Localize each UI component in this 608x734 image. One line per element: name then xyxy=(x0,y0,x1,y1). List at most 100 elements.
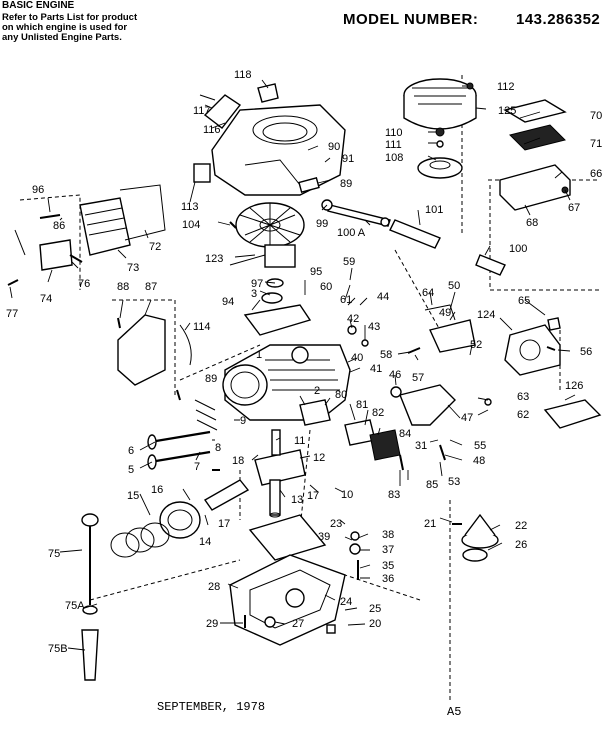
callout-116: 116 xyxy=(203,124,221,136)
callout-24: 24 xyxy=(340,596,352,608)
callout-61: 61 xyxy=(340,294,352,306)
callout-59: 59 xyxy=(343,256,355,268)
shield-113-part xyxy=(193,163,211,183)
callout-81: 81 xyxy=(356,399,368,411)
cylinder-baffle-part xyxy=(117,314,192,386)
callout-48: 48 xyxy=(473,455,485,467)
air-cleaner-part xyxy=(499,99,571,211)
dipstick-part xyxy=(81,513,99,681)
callout-3: 3 xyxy=(251,288,257,300)
callout-58: 58 xyxy=(380,349,392,361)
callout-20: 20 xyxy=(369,618,381,630)
callout-72: 72 xyxy=(149,241,161,253)
callout-49: 49 xyxy=(439,307,451,319)
callout-80a: 80 xyxy=(335,389,347,401)
armature-part xyxy=(243,304,312,336)
callout-5: 5 xyxy=(128,464,134,476)
hardware-parts xyxy=(7,82,556,634)
callout-108: 108 xyxy=(385,152,403,164)
intake-pipe-part xyxy=(399,384,456,426)
callout-10: 10 xyxy=(341,489,353,501)
rewind-starter-part xyxy=(403,78,477,179)
leader-lines xyxy=(9,79,576,651)
callout-13: 13 xyxy=(291,494,303,506)
model-number-value: 143.286352 xyxy=(516,11,601,28)
callout-66: 66 xyxy=(590,168,602,180)
callout-44: 44 xyxy=(377,291,389,303)
sump-gasket-part xyxy=(248,514,327,561)
callout-117: 117 xyxy=(193,105,211,117)
callout-123: 123 xyxy=(205,253,223,265)
callout-42: 42 xyxy=(347,313,359,325)
callout-35: 35 xyxy=(382,560,394,572)
callout-17a: 17 xyxy=(307,490,319,502)
callout-39: 39 xyxy=(318,531,330,543)
callout-22: 22 xyxy=(515,520,527,532)
callout-8: 8 xyxy=(215,442,221,454)
callout-71: 71 xyxy=(590,138,602,150)
callout-40: 40 xyxy=(351,352,363,364)
callout-111: 111 xyxy=(385,139,402,151)
callout-27: 27 xyxy=(292,618,304,630)
callout-110: 110 xyxy=(385,127,403,139)
callout-37: 37 xyxy=(382,544,394,556)
callout-75: 75 xyxy=(48,548,60,560)
carburetor-part xyxy=(504,317,561,376)
flywheel-part xyxy=(229,202,305,268)
callout-97: 97 xyxy=(251,278,263,290)
callout-6: 6 xyxy=(128,445,134,457)
callout-84: 84 xyxy=(399,428,411,440)
valves-part xyxy=(147,399,218,470)
callout-75b: 75B xyxy=(48,643,68,655)
callout-100: 100 xyxy=(509,243,527,255)
callout-36: 36 xyxy=(382,573,394,585)
callout-88: 88 xyxy=(117,281,129,293)
note-line-2: on which engine is used for xyxy=(2,22,128,33)
callout-1: 1 xyxy=(256,349,262,361)
callout-21: 21 xyxy=(424,518,436,530)
callout-114: 114 xyxy=(193,321,211,333)
crankshaft-part xyxy=(254,429,306,518)
callout-31: 31 xyxy=(415,440,427,452)
callout-86: 86 xyxy=(53,220,65,232)
callout-62: 62 xyxy=(517,409,529,421)
callout-52: 52 xyxy=(470,339,482,351)
governor-shaft-part xyxy=(321,199,506,276)
callout-104: 104 xyxy=(182,219,200,231)
callout-7: 7 xyxy=(194,461,200,473)
callout-95: 95 xyxy=(310,266,322,278)
callout-47: 47 xyxy=(461,412,473,424)
callout-16: 16 xyxy=(151,484,163,496)
callout-41: 41 xyxy=(370,363,382,375)
governor-assembly-part xyxy=(461,513,499,562)
callout-56: 56 xyxy=(580,346,592,358)
callout-125: 125 xyxy=(498,105,516,117)
callout-2: 2 xyxy=(314,385,320,397)
callout-74: 74 xyxy=(40,293,52,305)
callout-118: 118 xyxy=(234,69,252,81)
callout-26: 26 xyxy=(515,539,527,551)
breather-part xyxy=(299,399,401,461)
callout-9: 9 xyxy=(240,415,246,427)
callout-67: 67 xyxy=(568,202,580,214)
governor-linkage-part xyxy=(424,304,476,353)
callout-126: 126 xyxy=(565,380,583,392)
cylinder-head-part xyxy=(14,184,166,271)
connecting-rod-part xyxy=(110,479,250,558)
callout-100a: 100 A xyxy=(337,227,366,239)
callout-15: 15 xyxy=(127,490,139,502)
callout-112: 112 xyxy=(497,81,515,93)
footer-date: SEPTEMBER, 1978 xyxy=(157,700,266,714)
callout-65: 65 xyxy=(518,295,530,307)
washer-3-part xyxy=(261,292,283,304)
callout-90: 90 xyxy=(328,141,340,153)
callout-99a: 99 xyxy=(316,218,328,230)
callout-124: 124 xyxy=(477,309,495,321)
callout-25: 25 xyxy=(369,603,381,615)
callout-50: 50 xyxy=(448,280,460,292)
callout-46: 46 xyxy=(389,369,401,381)
callout-43: 43 xyxy=(368,321,380,333)
callout-83: 83 xyxy=(388,489,400,501)
